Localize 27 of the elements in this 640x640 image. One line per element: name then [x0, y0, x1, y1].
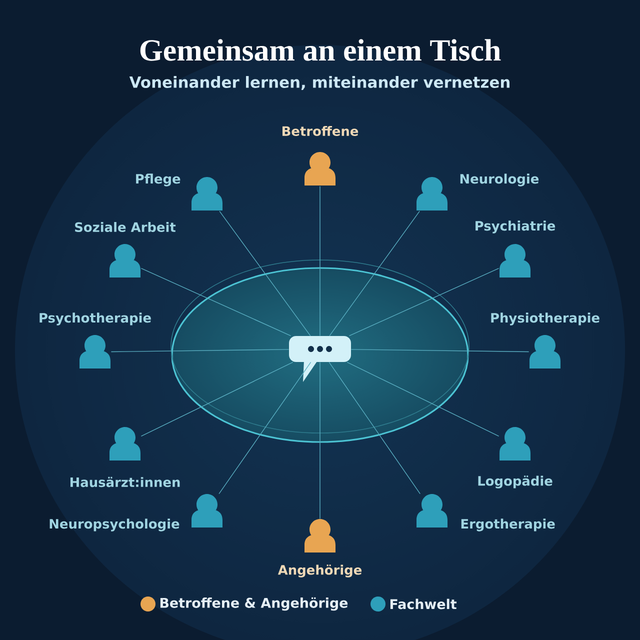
connector-line: [329, 210, 420, 336]
subtitle: Voneinander lernen, miteinander vernetzen: [129, 76, 510, 90]
role-label: Angehörige: [278, 564, 362, 578]
connector-line: [219, 210, 311, 336]
connector-line: [110, 349, 290, 352]
legend-label: Betroffene & Angehörige: [160, 597, 348, 611]
role-label: Betroffene: [282, 126, 358, 136]
connector-line: [140, 362, 294, 436]
connector-line: [328, 362, 420, 494]
role-label: Hausärzt:innen: [70, 476, 180, 488]
role-label: Psychiatrie: [476, 220, 556, 234]
role-label: Pflege: [136, 174, 180, 186]
role-label: Neurologie: [460, 174, 539, 186]
role-label: Ergotherapie: [461, 518, 555, 532]
role-label: Physiotherapie: [491, 312, 600, 326]
speech-bubble-icon: [289, 336, 351, 382]
title: Gemeinsam an einem Tisch: [140, 39, 501, 61]
connector-line: [140, 268, 292, 336]
connector-line: [346, 362, 500, 436]
connector-line: [348, 268, 500, 336]
role-label: Logopädie: [478, 476, 552, 488]
role-label: Psychotherapie: [40, 312, 151, 326]
role-label: Soziale Arbeit: [75, 222, 176, 232]
legend-label: Fachwelt: [390, 598, 457, 610]
connector-line: [218, 362, 312, 494]
role-label: Neuropsychologie: [50, 518, 180, 532]
connector-line: [350, 349, 530, 352]
